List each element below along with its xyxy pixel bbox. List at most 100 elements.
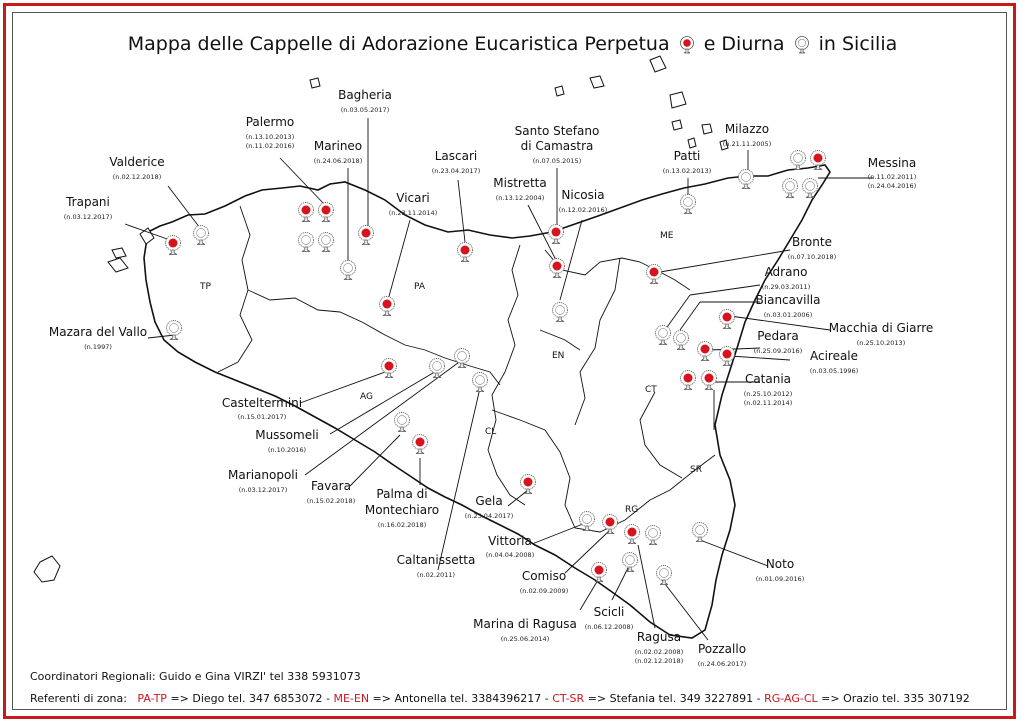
place-labels: Trapani (n.03.12.2017) Valderice (n.02.1… [49, 88, 933, 668]
sicily-outline [143, 164, 831, 639]
date-marina-di-ragusa: (n.25.06.2014) [501, 635, 549, 643]
label-vicari: Vicari [396, 191, 430, 205]
label-scicli: Scicli [594, 605, 625, 619]
date-biancavilla: (n.03.01.2006) [764, 311, 812, 319]
label-di-camastra: di Camastra [521, 139, 594, 153]
date-messina-1: (n.11.02.2011) [868, 173, 916, 181]
province-borders [217, 205, 716, 533]
zone-me-en: ME-EN [333, 692, 370, 705]
date-catania-1: (n.25.10.2012) [744, 390, 792, 398]
label-acireale: Acireale [810, 349, 858, 363]
date-mussomeli: (n.10.2016) [268, 446, 306, 454]
zone-sr: SR [690, 465, 702, 475]
zone-me: ME [660, 231, 674, 241]
label-milazzo: Milazzo [725, 122, 769, 136]
date-pedara: (n.25.09.2016) [754, 347, 802, 355]
label-caltanissetta: Caltanissetta [397, 553, 476, 567]
zone-tp: TP [199, 282, 211, 292]
label-palma-di: Palma di [376, 487, 427, 501]
footer-referents: Referenti di zona: PA-TP => Diego tel. 3… [30, 688, 970, 710]
footer-coordinators: Coordinatori Regionali: Guido e Gina VIR… [30, 670, 361, 683]
referent-3: => Stefania tel. 349 3227891 - [587, 692, 761, 705]
referent-2: => Antonella tel. 3384396217 - [372, 692, 549, 705]
label-mazara: Mazara del Vallo [49, 325, 147, 339]
date-bagheria: (n.03.05.2017) [341, 106, 389, 114]
label-pedara: Pedara [757, 329, 798, 343]
date-gela: (n.23.04.2017) [465, 512, 513, 520]
date-trapani: (n.03.12.2017) [64, 213, 112, 221]
label-mistretta: Mistretta [493, 176, 546, 190]
label-marineo: Marineo [314, 139, 362, 153]
date-marineo: (n.24.06.2018) [314, 157, 362, 165]
referent-1: => Diego tel. 347 6853072 - [170, 692, 330, 705]
monstrance-red-icon [679, 36, 694, 54]
label-biancavilla: Biancavilla [756, 293, 821, 307]
label-comiso: Comiso [522, 569, 566, 583]
monstrance-white-icon [790, 150, 806, 170]
date-santo-stefano: (n.07.05.2015) [533, 157, 581, 165]
label-nicosia: Nicosia [561, 188, 604, 202]
label-gela: Gela [475, 494, 502, 508]
footer: Coordinatori Regionali: Guido e Gina VIR… [30, 666, 970, 710]
zone-ct-sr: CT-SR [552, 692, 585, 705]
label-favara: Favara [311, 479, 351, 493]
label-adrano: Adrano [765, 265, 808, 279]
date-pozzallo: (n.24.06.2017) [698, 660, 746, 668]
label-catania: Catania [745, 372, 791, 386]
label-casteltermini: Casteltermini [222, 396, 302, 410]
referent-4: => Orazio tel. 335 307192 [821, 692, 970, 705]
leader-lines [124, 118, 873, 641]
date-acireale: (n.03.05.1996) [810, 367, 858, 375]
date-marianopoli: (n.03.12.2017) [239, 486, 287, 494]
date-catania-2: (n.02.11.2014) [744, 399, 792, 407]
label-santo-stefano: Santo Stefano [515, 124, 600, 138]
label-palermo: Palermo [246, 115, 295, 129]
date-lascari: (n.23.04.2017) [432, 167, 480, 175]
date-vittoria: (n.04.04.2008) [486, 551, 534, 559]
date-bronte: (n.07.10.2018) [788, 253, 836, 261]
date-adrano: (n.29.03.2011) [762, 283, 810, 291]
date-milazzo: (n.21.11.2005) [723, 140, 771, 148]
date-ragusa-2: (n.02.12.2018) [635, 657, 683, 665]
date-scicli: (n.06.12.2008) [585, 623, 633, 631]
date-ragusa-1: (n.02.02.2008) [635, 648, 683, 656]
label-messina: Messina [868, 156, 917, 170]
zone-rg-ag-cl: RG-AG-CL [764, 692, 818, 705]
label-trapani: Trapani [65, 195, 110, 209]
label-pozzallo: Pozzallo [698, 642, 746, 656]
map-title: Mappa delle Cappelle di Adorazione Eucar… [0, 32, 1025, 55]
date-casteltermini: (n.15.01.2017) [238, 413, 286, 421]
inner-border [12, 12, 1007, 710]
date-macchia-di-giarre: (n.25.10.2013) [857, 339, 905, 347]
date-mazara: (n.1997) [84, 343, 112, 351]
date-mistretta: (n.13.12.2004) [496, 194, 544, 202]
date-nicosia: (n.12.02.2016) [559, 206, 607, 214]
date-noto: (n.01.09.2016) [756, 575, 804, 583]
label-marina-di-ragusa: Marina di Ragusa [473, 617, 577, 631]
zone-en: EN [552, 351, 564, 361]
title-part3: in Sicilia [818, 33, 898, 55]
zone-rg: RG [625, 505, 638, 515]
date-palermo-1: (n.13.10.2013) [246, 133, 294, 141]
date-caltanissetta: (n.02.2011) [417, 571, 455, 579]
title-part1: Mappa delle Cappelle di Adorazione Eucar… [127, 33, 670, 55]
date-patti: (n.13.02.2013) [663, 167, 711, 175]
label-vittoria: Vittoria [488, 534, 532, 548]
islands [33, 55, 729, 583]
referents-label: Referenti di zona: [30, 692, 127, 705]
date-favara: (n.15.02.2018) [307, 497, 355, 505]
date-palermo-2: (n.11.02.2016) [246, 142, 294, 150]
date-messina-2: (n.24.04.2016) [868, 182, 916, 190]
date-palma: (n.16.02.2018) [378, 521, 426, 529]
label-valderice: Valderice [109, 155, 164, 169]
date-valderice: (n.02.12.2018) [113, 173, 161, 181]
label-macchia-di-giarre: Macchia di Giarre [829, 321, 934, 335]
zone-ag: AG [360, 392, 373, 402]
label-patti: Patti [674, 149, 701, 163]
label-marianopoli: Marianopoli [228, 468, 298, 482]
label-ragusa: Ragusa [637, 630, 681, 644]
zone-ct: CT [645, 385, 657, 395]
label-montechiaro: Montechiaro [365, 503, 439, 517]
zone-pa-tp: PA-TP [137, 692, 167, 705]
